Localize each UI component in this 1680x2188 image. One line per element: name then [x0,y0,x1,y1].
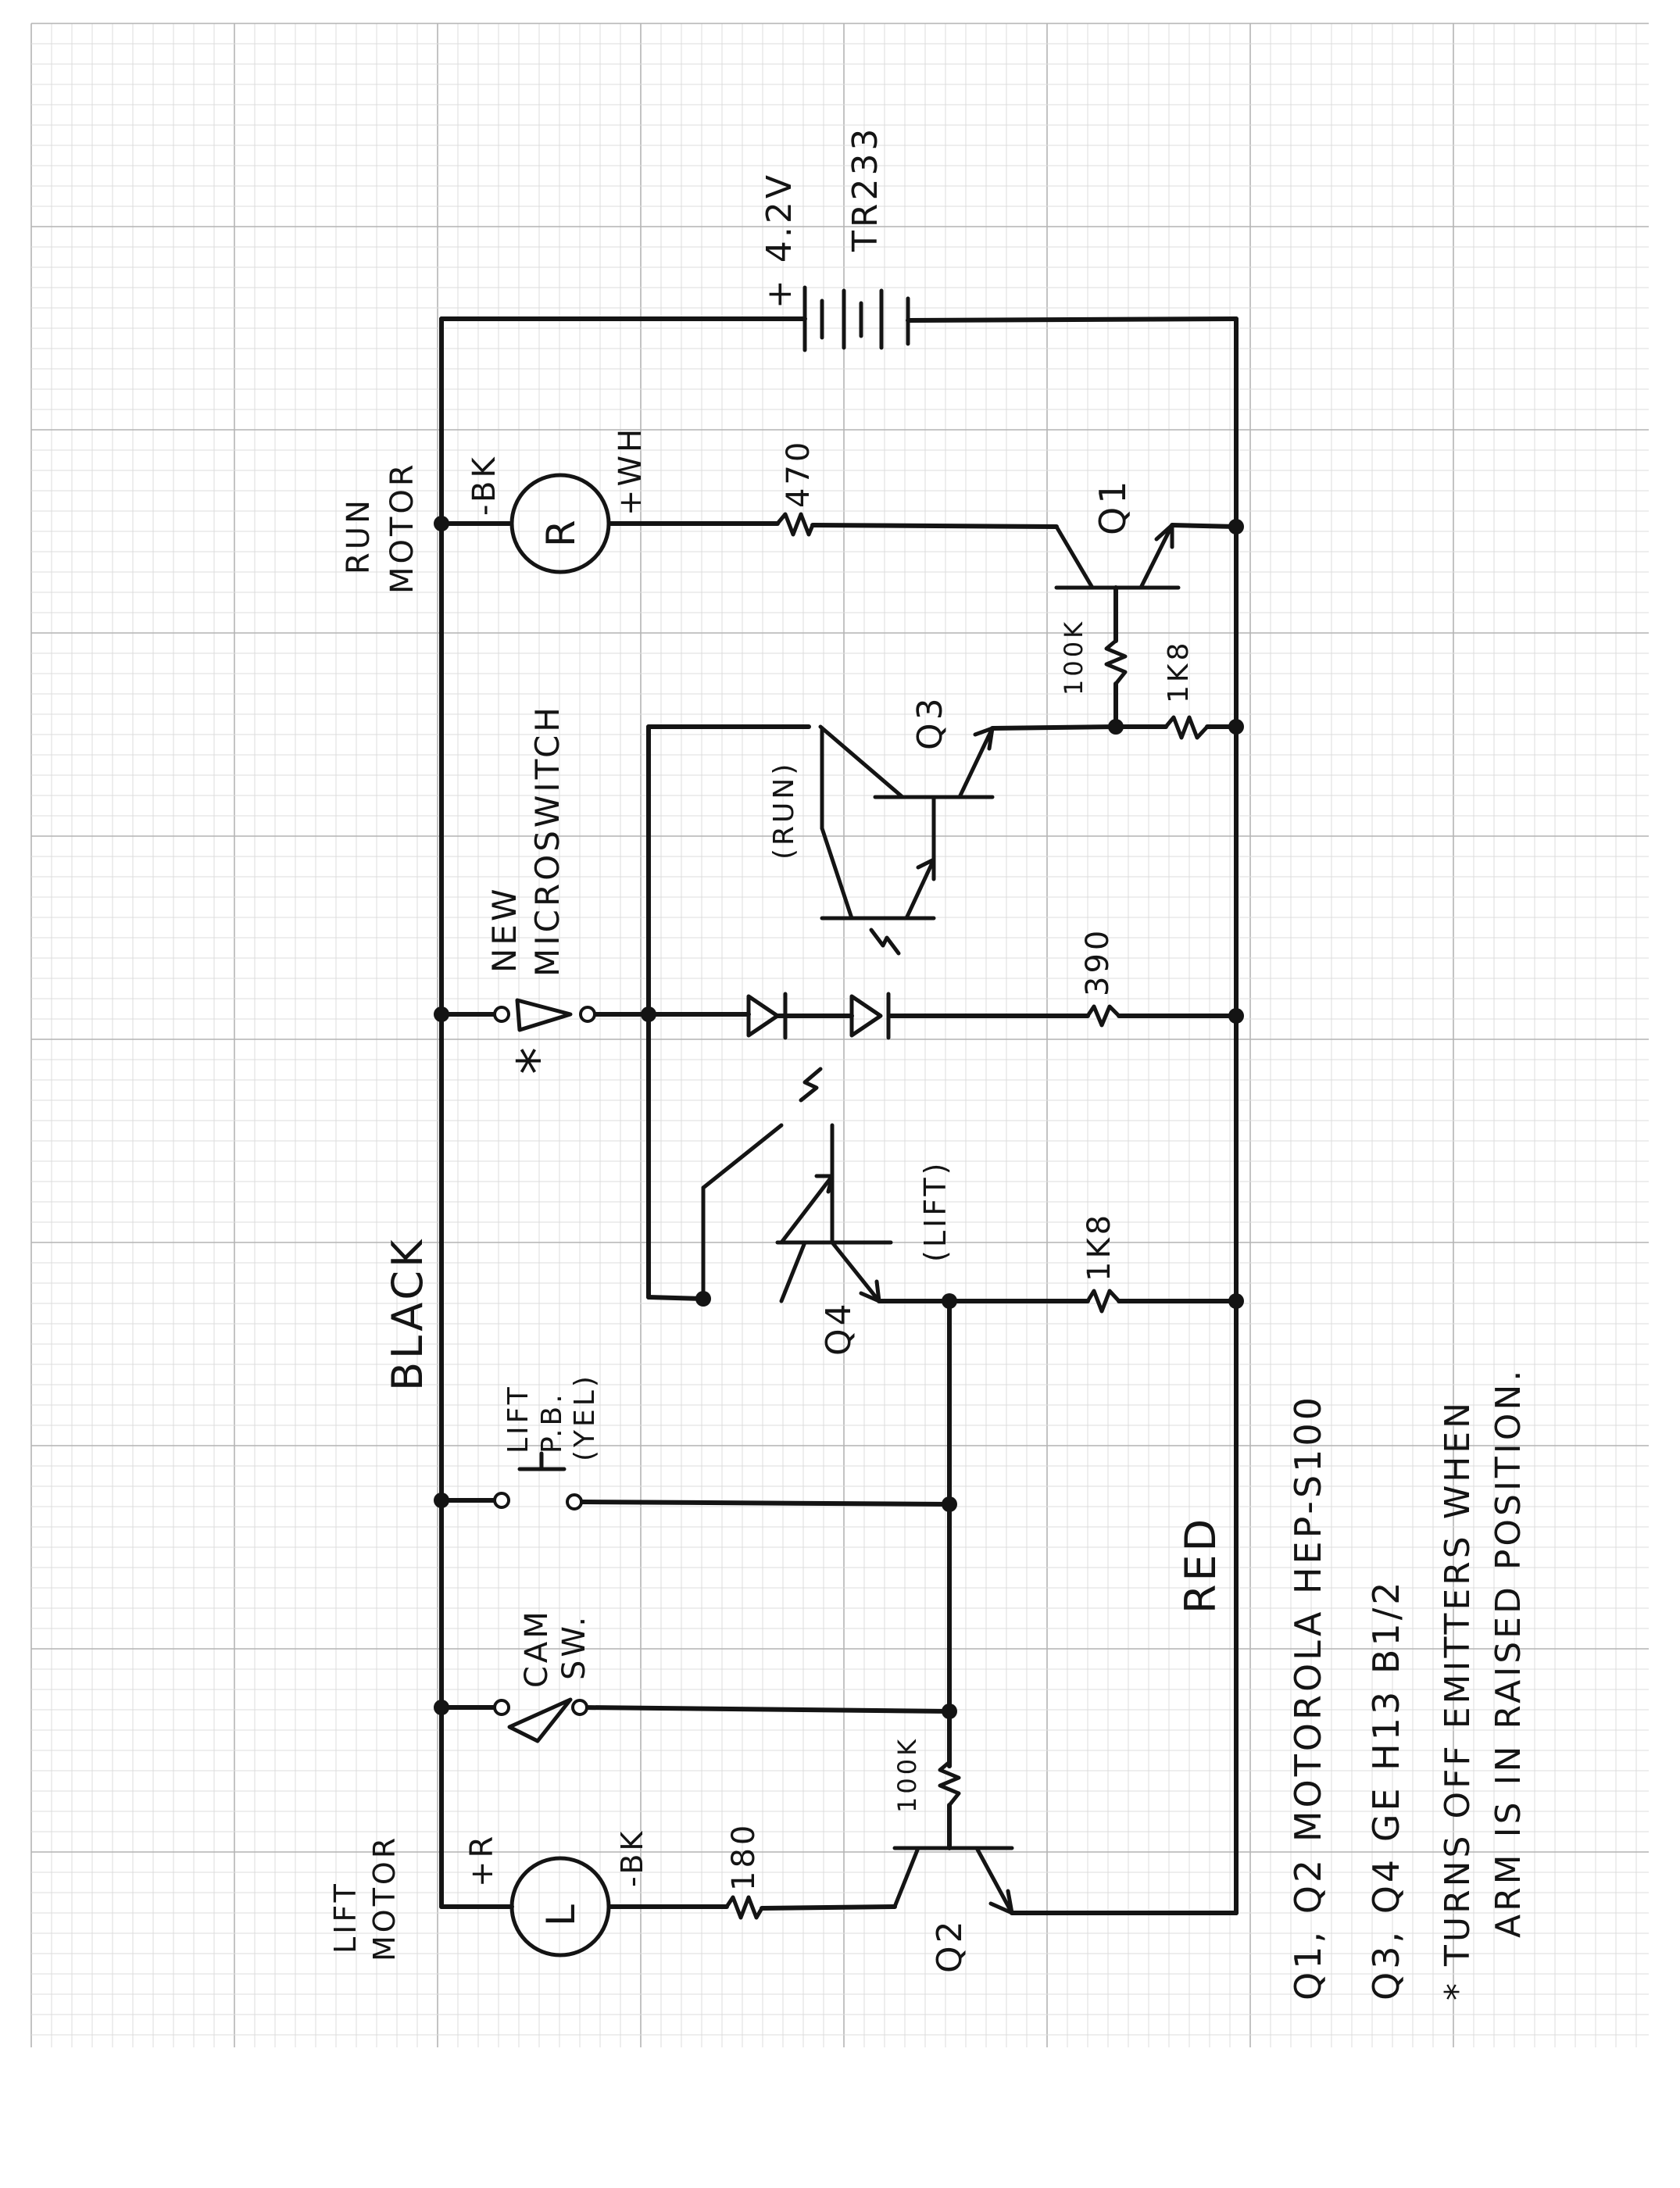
graph-paper-grid [30,23,1649,2047]
new-microswitch-label-1: NEW [485,886,524,973]
notes-block: Q1, Q2 MOTOROLA HEP-S100 Q3, Q4 GE H13 B… [1287,1368,1528,2000]
resistor-1k8-top [1163,715,1210,740]
note-line-3: * TURNS OFF EMITTERS WHEN [1438,1400,1478,2000]
lift-tag-label: (LIFT) [918,1160,953,1262]
resistor-100k-bottom [938,1760,961,1807]
resistor-390-label: 390 [1080,928,1116,996]
transistor-q1 [1054,523,1181,590]
battery-voltage-label: + 4.2V [760,172,799,309]
lift-pb-label-1: LIFT [502,1384,534,1453]
note-line-4: ARM IS IN RAISED POSITION. [1489,1368,1528,1938]
battery-symbol [802,285,910,352]
run-motor-neg-label: -BK [466,454,502,516]
lift-pb-label-3: (YEL) [569,1373,601,1461]
resistor-1k8-top-label: 1K8 [1163,640,1195,703]
cam-switch-label-1: CAM [519,1608,555,1688]
run-tag-label: (RUN) [768,761,800,860]
run-motor-symbol [509,473,611,574]
labels: + 4.2V TR233 RUN MOTOR R -BK +WH 470 Q1 … [328,126,1225,1973]
resistor-390 [1085,1004,1121,1028]
battery-type-label: TR233 [845,126,885,252]
resistor-100k-bottom-label: 100K [892,1736,922,1813]
run-motor-symbol-label: R [538,517,584,547]
cam-switch-symbol [493,1697,588,1743]
cam-switch-label-2: SW. [556,1614,592,1680]
red-rail-label: RED [1176,1516,1225,1614]
lift-motor-label-1: LIFT [328,1881,363,1954]
new-microswitch-label-2: MICROSWITCH [528,704,567,977]
lift-motor-symbol-label: L [538,1901,584,1926]
note-line-2: Q3, Q4 GE H13 B1/2 [1365,1579,1407,2000]
microswitch-symbol [493,998,596,1032]
run-motor-pos-label: +WH [613,426,649,516]
note-line-1: Q1, Q2 MOTOROLA HEP-S100 [1287,1394,1329,2000]
q3-label: Q3 [910,695,950,750]
lift-motor-neg-label: -BK [615,1829,649,1887]
q2-label: Q2 [930,1918,970,1973]
resistor-470 [775,512,815,537]
q1-label: Q1 [1092,478,1134,535]
resistor-470-label: 470 [781,439,817,508]
transistor-q2 [892,1846,1014,1915]
led-pair [746,992,891,1103]
lift-pb-label-2: P.B. [536,1391,568,1453]
resistor-180 [724,1895,764,1920]
transistor-q4 [701,1123,893,1303]
junction-dots [434,516,1244,1719]
lift-motor-label-2: MOTOR [367,1835,402,1961]
resistor-100k-top-label: 100K [1059,619,1088,695]
asterisk-label: * [506,1044,570,1074]
q4-label: Q4 [819,1300,859,1356]
resistor-1k8-mid [1085,1289,1121,1314]
run-motor-label-2: MOTOR [384,461,420,594]
resistor-100k-top [1104,638,1128,686]
wires [439,316,1239,1915]
lift-motor-pos-label: +R [464,1833,500,1887]
transistor-q3 [818,724,995,956]
lift-motor-symbol [509,1856,611,1957]
resistor-1k8-mid-label: 1K8 [1081,1212,1117,1282]
lift-pushbutton-symbol [493,1451,583,1511]
black-rail-label: BLACK [383,1237,432,1391]
run-motor-label-1: RUN [341,497,377,574]
resistor-180-label: 180 [726,1822,762,1891]
